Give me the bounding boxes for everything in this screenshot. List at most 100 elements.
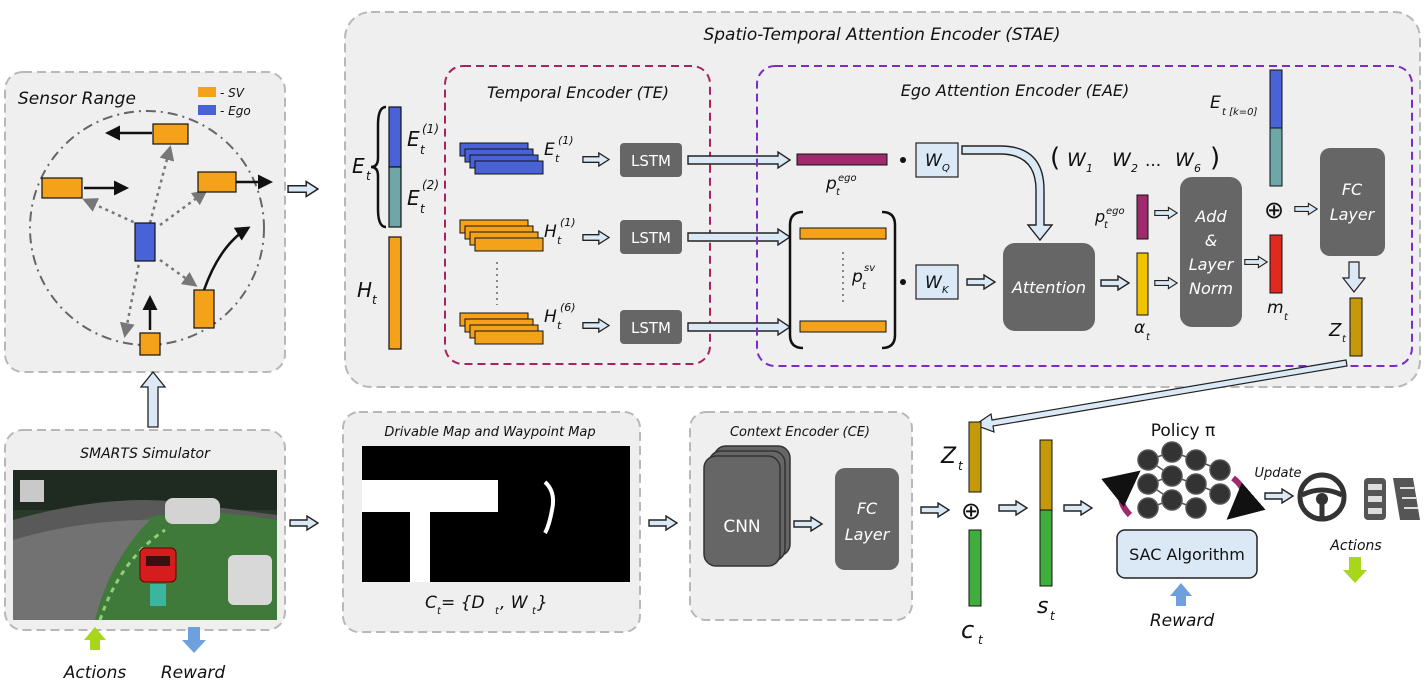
head-weights: ( W 1 W 2 ... W 6 ) bbox=[1050, 143, 1220, 175]
svg-text:W: W bbox=[1175, 149, 1195, 171]
svg-text:s: s bbox=[1037, 594, 1048, 619]
legend-ego-swatch bbox=[198, 105, 216, 115]
m-t-bar bbox=[1269, 234, 1283, 294]
wq-block: W Q bbox=[915, 142, 959, 178]
sv-history-stack bbox=[459, 312, 544, 345]
e-t-label: E bbox=[352, 154, 365, 178]
svg-text:Add: Add bbox=[1194, 207, 1227, 226]
svg-text:p: p bbox=[851, 267, 863, 287]
svg-text:E: E bbox=[1210, 93, 1221, 113]
temporal-encoder: Temporal Encoder (TE) E t (1) H t (1) bbox=[444, 65, 711, 365]
add-layer-norm-block: Add & Layer Norm bbox=[1180, 177, 1242, 327]
fc-layer-block: FC Layer bbox=[1320, 148, 1385, 256]
policy-title: Policy π bbox=[1151, 421, 1216, 441]
svg-text:t: t bbox=[1342, 334, 1347, 345]
svg-text:W: W bbox=[1067, 149, 1087, 171]
ego-vehicle bbox=[134, 222, 156, 262]
svg-text:Z: Z bbox=[940, 444, 957, 469]
svg-text:t: t bbox=[532, 606, 537, 617]
svg-text:t: t bbox=[557, 234, 562, 247]
steering-wheel-icon bbox=[1297, 472, 1347, 522]
lstm-block: LSTM bbox=[620, 143, 682, 177]
sv-history-stack bbox=[459, 219, 544, 252]
e-ego-sv-bar bbox=[1269, 127, 1283, 187]
svg-text:α: α bbox=[1134, 318, 1145, 338]
svg-text:t: t bbox=[495, 606, 500, 617]
lstm-block: LSTM bbox=[620, 220, 682, 254]
svg-text:LSTM: LSTM bbox=[631, 152, 671, 170]
attention-block: Attention bbox=[1003, 243, 1095, 331]
sac-algorithm-block: SAC Algorithm bbox=[1116, 529, 1258, 579]
svg-text:E: E bbox=[407, 186, 420, 210]
policy-network-icon bbox=[1137, 441, 1231, 519]
svg-text:(: ( bbox=[1050, 143, 1060, 173]
smarts-panel: SMARTS Simulator bbox=[4, 429, 286, 631]
reward-arrow-up bbox=[1170, 583, 1192, 606]
svg-text:t: t bbox=[978, 633, 984, 647]
eae-title: Ego Attention Encoder (EAE) bbox=[901, 81, 1130, 100]
map-title: Drivable Map and Waypoint Map bbox=[384, 425, 595, 440]
s-t-bottom-bar bbox=[1039, 509, 1053, 587]
svg-text:t: t bbox=[372, 293, 378, 307]
svg-text:m: m bbox=[1267, 298, 1284, 318]
context-encoder-panel: Context Encoder (CE) CNN FC Layer bbox=[689, 411, 913, 621]
svg-text:E: E bbox=[407, 127, 420, 151]
loop-arrow-right bbox=[1226, 475, 1266, 520]
svg-text:Norm: Norm bbox=[1189, 279, 1233, 298]
svg-text:LSTM: LSTM bbox=[631, 229, 671, 247]
policy-actions-label: Actions bbox=[1329, 538, 1381, 554]
ce-fc-layer-block: FC Layer bbox=[835, 468, 899, 570]
c-t-bar bbox=[968, 529, 982, 607]
reward-arrow-down bbox=[182, 627, 206, 653]
svg-text:t: t bbox=[958, 459, 964, 473]
svg-text:FC: FC bbox=[857, 499, 878, 518]
map-panel: Drivable Map and Waypoint Map C t = {D t… bbox=[342, 411, 641, 633]
stae-panel: Spatio-Temporal Attention Encoder (STAE) bbox=[344, 11, 1421, 388]
svg-text:CNN: CNN bbox=[723, 517, 760, 537]
svg-text:W: W bbox=[925, 151, 943, 171]
sv-vehicle bbox=[139, 332, 161, 356]
svg-text:, W: , W bbox=[500, 593, 529, 613]
ego-attention-encoder: Ego Attention Encoder (EAE) p t ego W Q … bbox=[756, 65, 1413, 367]
update-label: Update bbox=[1254, 466, 1301, 481]
svg-text:t: t bbox=[437, 606, 442, 617]
lstm-block: LSTM bbox=[620, 310, 682, 344]
svg-text:t: t bbox=[420, 202, 426, 216]
svg-text:W: W bbox=[1112, 149, 1132, 171]
svg-text:t: t bbox=[1104, 220, 1109, 231]
sv-vehicle bbox=[41, 177, 83, 199]
drivable-map-image bbox=[362, 446, 630, 582]
ce-title: Context Encoder (CE) bbox=[730, 425, 870, 440]
sv-vehicle bbox=[193, 289, 215, 329]
svg-text:sv: sv bbox=[864, 263, 876, 274]
svg-text:t: t bbox=[366, 169, 372, 183]
svg-text:&: & bbox=[1205, 231, 1217, 250]
svg-text:t [k=0]: t [k=0] bbox=[1222, 107, 1258, 118]
sensor-range-title: Sensor Range bbox=[18, 89, 136, 109]
svg-text:c: c bbox=[961, 616, 974, 644]
svg-text:6: 6 bbox=[1194, 162, 1201, 175]
svg-text:H: H bbox=[544, 307, 557, 327]
svg-text:t: t bbox=[420, 143, 426, 157]
svg-text:E: E bbox=[544, 140, 555, 160]
svg-text:H: H bbox=[544, 222, 557, 242]
stae-title: Spatio-Temporal Attention Encoder (STAE) bbox=[703, 25, 1060, 45]
p-ego-vertical-bar bbox=[1136, 194, 1149, 240]
policy-section: Policy π SAC Algorithm Reward Up bbox=[1101, 421, 1420, 631]
e-ego-bar bbox=[1269, 69, 1283, 129]
legend-sv-swatch bbox=[198, 87, 216, 97]
z-t-state-bar bbox=[968, 421, 982, 493]
svg-text:}: } bbox=[537, 593, 548, 613]
zt-link-arrow bbox=[973, 359, 1348, 433]
svg-text:FC: FC bbox=[1342, 180, 1363, 199]
svg-text:(1): (1) bbox=[560, 216, 576, 229]
actions-label: Actions bbox=[63, 663, 127, 683]
s-t-top-bar bbox=[1039, 439, 1053, 511]
concat-symbol: ⊕ bbox=[961, 497, 981, 525]
svg-text:Q: Q bbox=[942, 163, 950, 174]
svg-text:ego: ego bbox=[838, 173, 857, 184]
svg-text:ego: ego bbox=[1106, 206, 1125, 217]
svg-text:SAC Algorithm: SAC Algorithm bbox=[1129, 545, 1245, 564]
svg-text:Attention: Attention bbox=[1011, 278, 1086, 297]
